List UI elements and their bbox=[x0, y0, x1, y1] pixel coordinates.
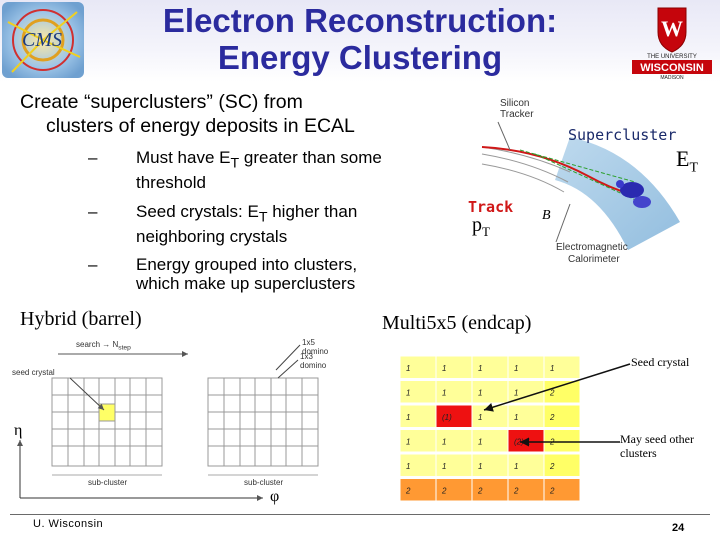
track-label: Track bbox=[468, 198, 514, 216]
intro-line-2: clusters of energy deposits in ECAL bbox=[46, 115, 355, 137]
grid-cell-value: 2 bbox=[549, 462, 555, 471]
phi-axis-label: φ bbox=[270, 488, 280, 505]
intro-line-1: Create “superclusters” (SC) from bbox=[20, 91, 303, 113]
pt-sub: T bbox=[482, 224, 490, 239]
intro-text: Create “superclusters” (SC) from cluster… bbox=[20, 90, 460, 138]
grid-cell-value: 1 bbox=[550, 364, 554, 373]
grid-cell-value: 1 bbox=[478, 389, 482, 398]
grid-cell-value: 1 bbox=[442, 438, 446, 447]
grid-cell-value: 1 bbox=[478, 462, 482, 471]
bullet-2-post: higher than bbox=[267, 202, 358, 221]
supercluster-diagram: Silicon Tracker Supercluster ET Track B … bbox=[460, 92, 710, 282]
pt-main: p bbox=[472, 214, 482, 236]
grid-cell-value: 1 bbox=[406, 413, 410, 422]
et-label: ET bbox=[676, 146, 698, 176]
grid-cell-value: 1 bbox=[406, 364, 410, 373]
may-seed-line-2: clusters bbox=[620, 446, 657, 460]
bullet-1-sub: T bbox=[230, 155, 240, 172]
silicon-tracker-label: Silicon Tracker bbox=[500, 98, 534, 120]
bullet-dash: – bbox=[88, 202, 98, 221]
grid-cell-value: 1 bbox=[514, 389, 518, 398]
may-seed-line-1: May seed other bbox=[620, 432, 694, 446]
footer-institution: U. Wisconsin bbox=[33, 518, 104, 530]
grid-cell-value: 2 bbox=[513, 487, 519, 496]
grid-cell bbox=[543, 453, 581, 477]
grid-cell-value: 1 bbox=[514, 462, 518, 471]
grid-cell-value: 1 bbox=[478, 413, 482, 422]
svg-text:MADISON: MADISON bbox=[660, 75, 684, 80]
grid-cell-value: 1 bbox=[406, 438, 410, 447]
b-field-label: B bbox=[542, 208, 551, 223]
grid-cell-value: (1) bbox=[442, 413, 452, 422]
bullet-3-text: Energy grouped into clusters, bbox=[136, 255, 358, 274]
grid-cell-value: 2 bbox=[549, 389, 555, 398]
grid-cell bbox=[543, 429, 581, 453]
bullet-2-line2: neighboring crystals bbox=[136, 227, 288, 247]
bullet-1-line2: threshold bbox=[136, 173, 206, 193]
grid-cell-value: 2 bbox=[549, 487, 555, 496]
et-main: E bbox=[676, 146, 690, 171]
grid-cell-value: 2 bbox=[441, 487, 447, 496]
grid-cell-value: 2 bbox=[477, 487, 483, 496]
bullet-dash: – bbox=[88, 148, 98, 167]
cms-logo: CMS bbox=[2, 2, 84, 78]
footer-divider bbox=[10, 514, 710, 515]
svg-text:WISCONSIN: WISCONSIN bbox=[640, 62, 704, 74]
grid-cell-value: 1 bbox=[514, 364, 518, 373]
svg-text:W: W bbox=[661, 16, 683, 41]
page-number: 24 bbox=[672, 522, 685, 534]
et-sub: T bbox=[689, 160, 699, 176]
bullet-1-text: Must have E bbox=[136, 148, 231, 167]
hybrid-barrel-label: Hybrid (barrel) bbox=[20, 308, 142, 330]
seed-crystal-annotation: Seed crystal bbox=[631, 355, 690, 369]
title-line-2: Energy Clustering bbox=[217, 39, 503, 76]
grid-cell-value: 1 bbox=[406, 389, 410, 398]
may-seed-annotation: May seed other clusters bbox=[620, 432, 694, 460]
bullet-3-line2: which make up superclusters bbox=[136, 274, 356, 293]
eta-axis-label: η bbox=[14, 422, 23, 439]
grid-cell-value: 1 bbox=[442, 389, 446, 398]
grid-cell-value: 1 bbox=[406, 462, 410, 471]
grid-cell bbox=[543, 355, 581, 379]
pt-label: pT bbox=[472, 214, 490, 240]
svg-text:THE UNIVERSITY: THE UNIVERSITY bbox=[647, 54, 697, 60]
domino-1x5-label: 1x5 domino bbox=[302, 338, 329, 356]
grid-cell-value: 1 bbox=[478, 438, 482, 447]
bullet-2-sub: T bbox=[258, 209, 268, 226]
svg-text:CMS: CMS bbox=[22, 29, 62, 51]
hybrid-diagram: search → Nstep seed crystal 1x5 domino 1… bbox=[8, 330, 338, 508]
grid-cell-value: 1 bbox=[442, 462, 446, 471]
title-line-1: Electron Reconstruction: bbox=[162, 2, 558, 39]
ecal-line-2: Calorimeter bbox=[568, 254, 620, 265]
domino-1x3-label: 1x3 domino bbox=[300, 352, 327, 370]
search-text: search → N bbox=[76, 340, 119, 349]
ecal-label: Electromagnetic Calorimeter bbox=[556, 242, 628, 266]
grid-cell bbox=[543, 404, 581, 428]
sub-cluster-right-label: sub-cluster bbox=[244, 478, 284, 487]
bullet-1-post: greater than some bbox=[239, 148, 382, 167]
uw-wisconsin-logo: W THE UNIVERSITY WISCONSIN MADISON bbox=[628, 4, 716, 81]
title-band bbox=[0, 0, 720, 82]
grid-cell-value: 2 bbox=[549, 413, 555, 422]
slide-title: Electron Reconstruction: Energy Clusteri… bbox=[120, 2, 600, 76]
grid-cell-value: 1 bbox=[514, 413, 518, 422]
sub-cluster-left-label: sub-cluster bbox=[88, 478, 128, 487]
bullet-2-text: Seed crystals: E bbox=[136, 202, 259, 221]
supercluster-label: Supercluster bbox=[568, 126, 677, 144]
silicon-line-2: Tracker bbox=[500, 109, 534, 120]
search-label: search → Nstep bbox=[76, 340, 131, 352]
search-sub: step bbox=[118, 344, 131, 352]
grid-cell-value: 2 bbox=[405, 487, 411, 496]
seed-crystal-label: seed crystal bbox=[12, 368, 55, 377]
grid-cell bbox=[543, 478, 581, 502]
grid-cell-value: 1 bbox=[478, 364, 482, 373]
ecal-line-1: Electromagnetic bbox=[556, 242, 628, 253]
silicon-line-1: Silicon bbox=[500, 98, 530, 109]
grid-cell-value: 1 bbox=[442, 364, 446, 373]
annotation-arrows bbox=[483, 363, 631, 447]
multi5x5-endcap-label: Multi5x5 (endcap) bbox=[382, 312, 532, 334]
bullet-dash: – bbox=[88, 255, 98, 274]
